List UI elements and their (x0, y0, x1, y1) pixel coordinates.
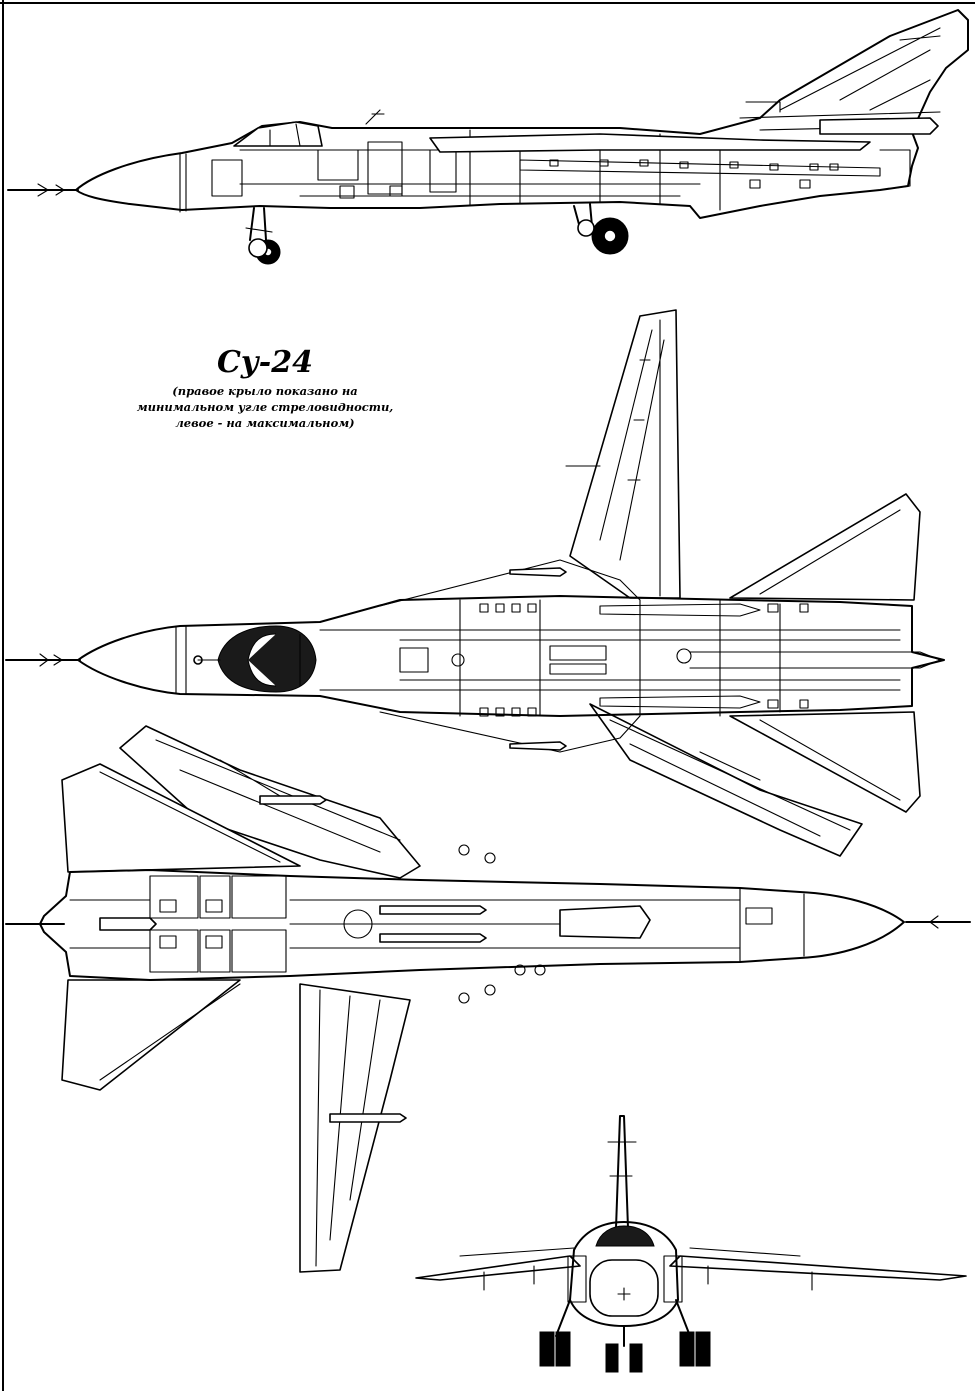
front-view (415, 1115, 967, 1373)
front-wings (415, 1255, 581, 1281)
bottom-fuselage (39, 869, 905, 981)
side-fuselage (75, 9, 969, 219)
side-canopy (233, 121, 323, 147)
subtitle-line: минимальном угле стреловидности, (136, 400, 394, 414)
drawing-title: Су-24 (216, 345, 314, 380)
front-landing-gear (539, 1299, 711, 1373)
title-block: Су-24 (правое крыло показано на минималь… (120, 343, 410, 431)
drawing-subtitle: (правое крыло показано на минимальном уг… (120, 383, 410, 431)
plan-view (5, 309, 945, 857)
front-fin (615, 1115, 629, 1229)
plan-cockpit (193, 625, 317, 693)
subtitle-line: левое - на максимальном) (175, 416, 355, 430)
plan-wing-min-sweep (569, 309, 681, 599)
side-view (7, 9, 969, 265)
side-nose-gear (245, 207, 281, 265)
front-fuselage (569, 1221, 679, 1327)
side-main-gear (573, 203, 629, 255)
bottom-wing-min-sweep (299, 983, 411, 1273)
subtitle-line: (правое крыло показано на (172, 384, 358, 398)
bottom-view (5, 725, 971, 1273)
plan-fuselage (77, 595, 945, 717)
